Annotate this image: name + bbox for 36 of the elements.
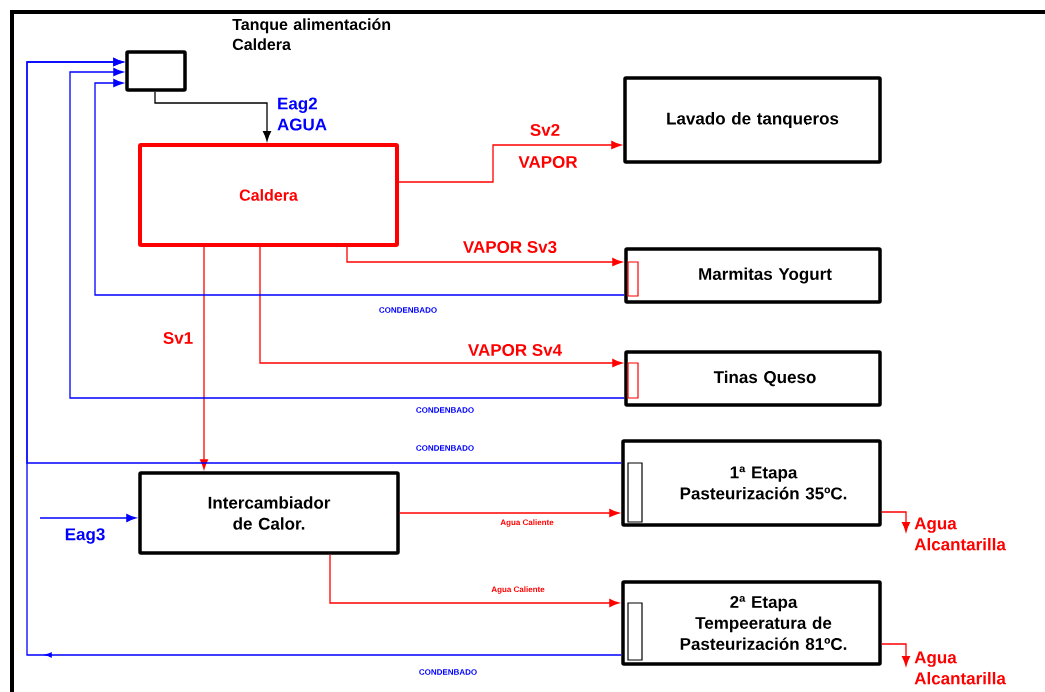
edge-label: Agua Caliente [491, 586, 545, 594]
flow-label: VAPOR [518, 155, 578, 168]
boiler-box: Caldera [138, 143, 399, 247]
process-box: Marmitas Yogurt [624, 247, 882, 304]
edge-label: VAPOR Sv4 [468, 343, 562, 356]
edge-label: VAPOR Sv3 [463, 240, 557, 253]
process-box: Tinas Queso [624, 350, 882, 407]
edge-label: Eag2 AGUA [277, 97, 327, 131]
arrow [881, 511, 910, 532]
outlet-label: Agua Alcantarilla [914, 651, 1006, 685]
arrow [881, 643, 910, 666]
arrow [69, 67, 625, 399]
arrow [259, 246, 623, 367]
edge-label: CONDENBADO [419, 669, 477, 675]
edge-label: Sv1 [163, 331, 193, 344]
edge-label: Agua Caliente [500, 519, 554, 527]
arrow [154, 91, 272, 141]
arrow [39, 514, 137, 522]
arrow [26, 58, 622, 658]
arrow [200, 246, 209, 470]
edge-label: CONDENBADO [416, 407, 474, 413]
process-box: Intercambiador de Calor. [138, 471, 400, 555]
edge-label: CONDENBADO [379, 307, 437, 313]
outlet-label: Agua Alcantarilla [914, 517, 1006, 551]
arrow [94, 78, 625, 296]
arrow [399, 509, 620, 517]
edge-label: Eag3 [65, 528, 105, 544]
process-box: 2ª Etapa Tempeeratura de Pasteurización 81ºC. [621, 580, 882, 666]
arrow [346, 246, 623, 266]
arrow [398, 140, 622, 183]
edge-label: CONDENBADO [416, 445, 474, 451]
process-box: Lavado de tanqueros [623, 76, 882, 164]
arrow [329, 554, 620, 607]
tank-label: Tanque alimentación Caldera [232, 18, 391, 51]
edge-label: Sv2 [530, 123, 560, 136]
process-box: 1ª Etapa Pasteurización 35ºC. [621, 439, 882, 527]
